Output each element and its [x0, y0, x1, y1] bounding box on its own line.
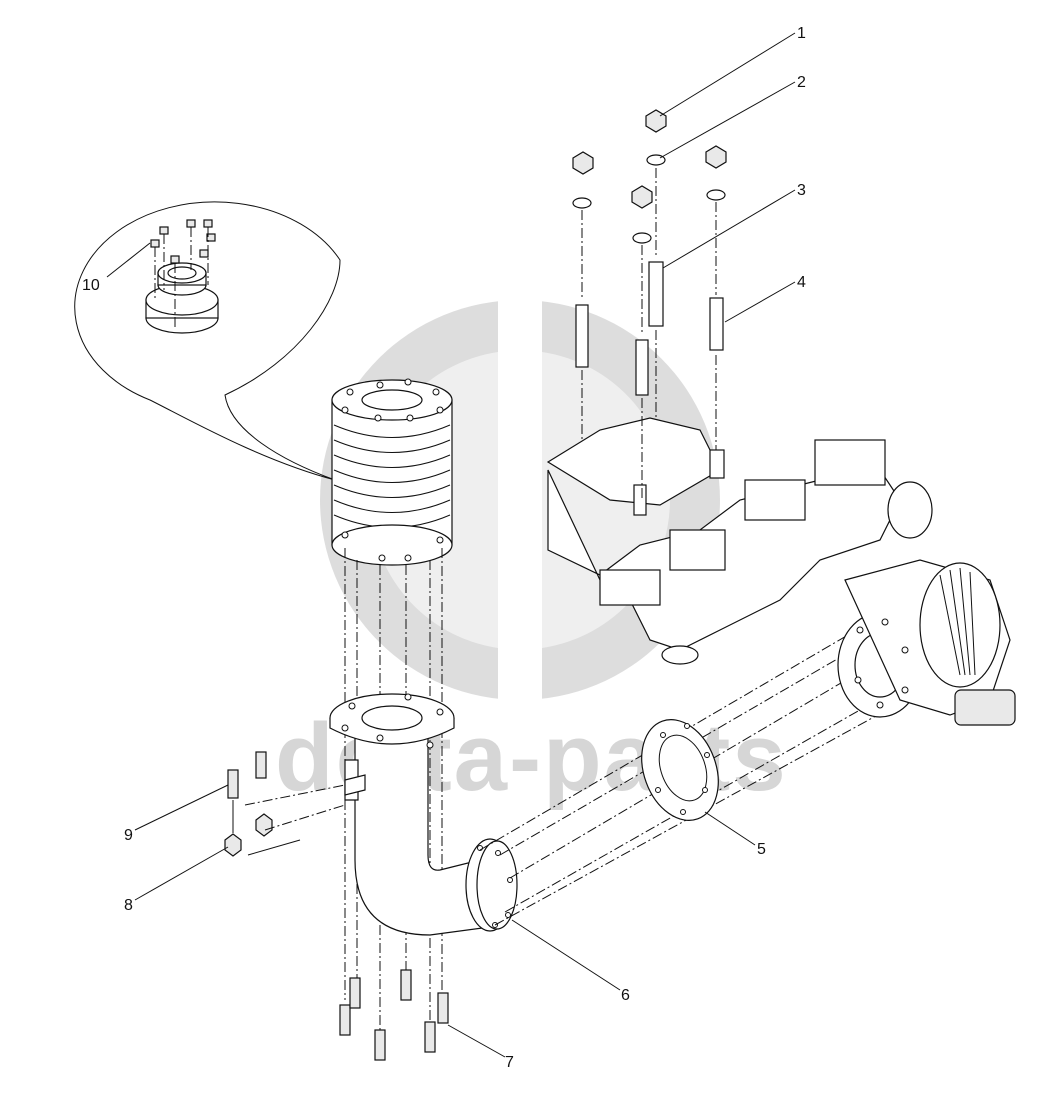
callout-5: 5 — [757, 841, 766, 858]
bellows-compensator — [331, 378, 453, 566]
callout-3: 3 — [797, 182, 806, 199]
detail-magnifier — [74, 201, 341, 481]
callout-4: 4 — [797, 274, 806, 291]
studs-and-nuts — [572, 109, 727, 500]
callout-6: 6 — [621, 987, 630, 1004]
callout-1: 1 — [797, 25, 806, 42]
callout-2: 2 — [797, 74, 806, 91]
bracket-bolts — [224, 751, 346, 857]
flange-bolts — [339, 969, 449, 1061]
elbow-pipe — [329, 693, 518, 936]
callout-labels: 1 2 3 4 5 6 7 8 9 10 — [82, 25, 806, 1071]
exhaust-manifold — [546, 417, 933, 665]
turbocharger — [837, 559, 1016, 726]
callout-10: 10 — [82, 277, 100, 294]
flange-gasket — [641, 719, 719, 821]
callout-leaders — [106, 32, 796, 1058]
callout-7: 7 — [505, 1054, 514, 1071]
callout-9: 9 — [124, 827, 133, 844]
callout-8: 8 — [124, 897, 133, 914]
